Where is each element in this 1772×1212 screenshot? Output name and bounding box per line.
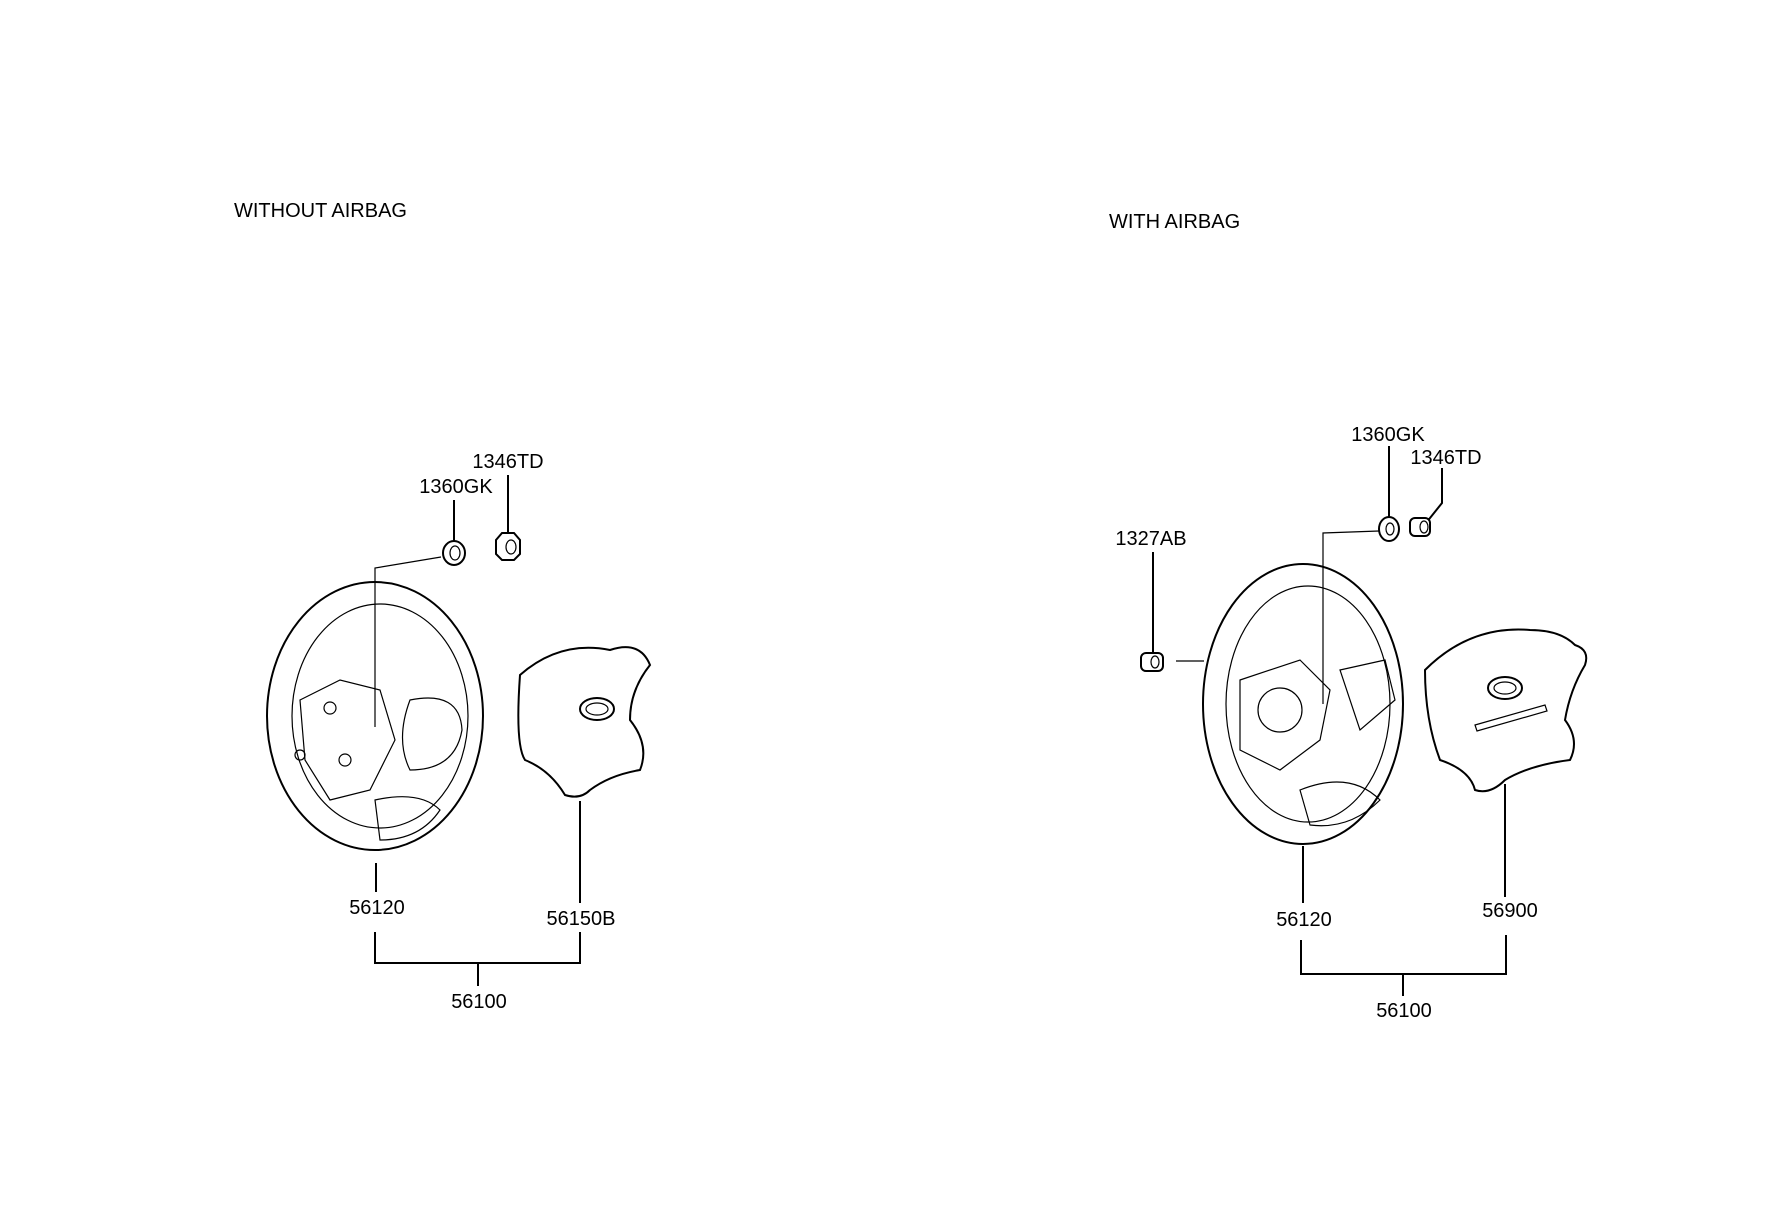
- washer-icon: [1378, 516, 1400, 542]
- part-label-56100: 56100: [451, 991, 507, 1013]
- bolt-icon: [1140, 652, 1164, 672]
- steering-wheel-icon: [266, 581, 484, 851]
- leader-1346td-right: [1425, 468, 1443, 524]
- part-label-1346td: 1346TD: [472, 451, 544, 473]
- airbag-module-icon: [1423, 628, 1588, 793]
- bracket-56100-left: [374, 932, 581, 964]
- part-label-1327ab: 1327AB: [1115, 528, 1187, 550]
- part-label-1360gk: 1360GK: [419, 476, 493, 498]
- part-label-56100: 56100: [1376, 1000, 1432, 1022]
- horn-pad-icon: [517, 646, 652, 798]
- nut-icon: [495, 532, 521, 561]
- part-label-56120: 56120: [349, 897, 405, 919]
- section-title-with-airbag: WITH AIRBAG: [1109, 211, 1241, 233]
- part-label-56900: 56900: [1482, 900, 1538, 922]
- part-label-1346td: 1346TD: [1410, 447, 1482, 469]
- part-label-56120: 56120: [1276, 909, 1332, 931]
- section-title-without-airbag: WITHOUT AIRBAG: [234, 200, 407, 222]
- nut-icon: [1409, 517, 1431, 537]
- left-assembly: [266, 475, 652, 986]
- washer-icon: [442, 540, 466, 566]
- leader-washer-to-wheel-left: [374, 556, 442, 727]
- bracket-56100-right: [1300, 935, 1507, 975]
- right-assembly: [1140, 446, 1588, 996]
- part-label-1360gk: 1360GK: [1351, 424, 1425, 446]
- part-label-56150b: 56150B: [546, 908, 616, 930]
- leader-washer-to-wheel-right: [1322, 530, 1380, 704]
- steering-wheel-icon: [1202, 563, 1404, 845]
